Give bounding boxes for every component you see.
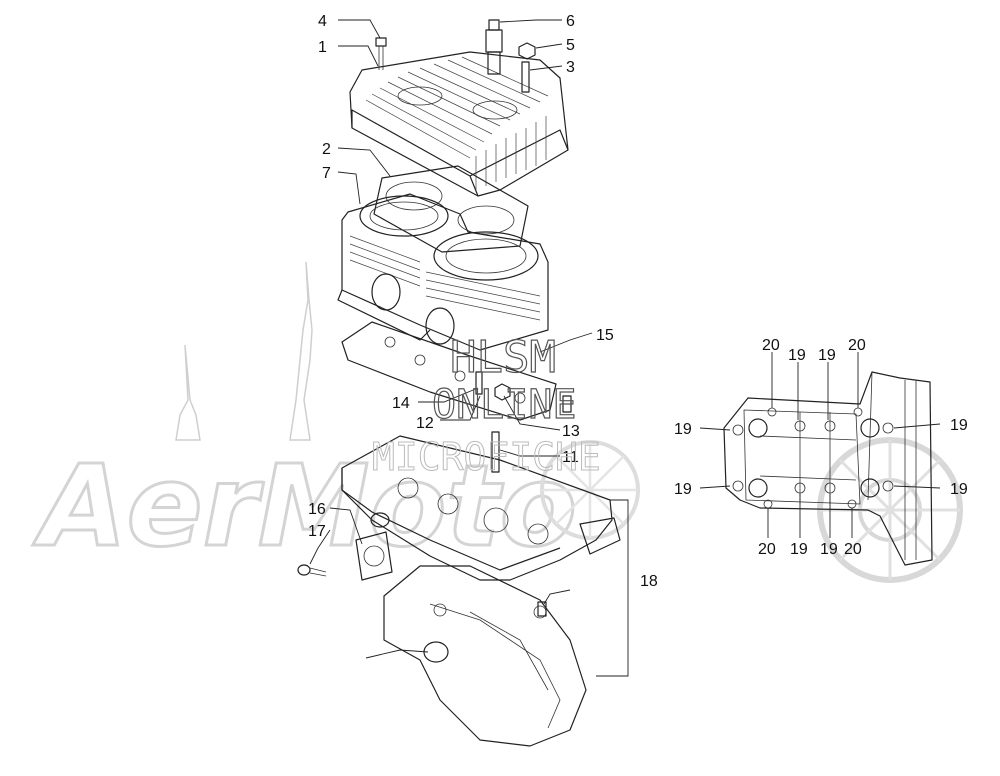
stud-3 bbox=[521, 61, 530, 93]
nut-11 bbox=[494, 383, 511, 401]
leader-lines bbox=[309, 19, 593, 659]
callout-19-top-1: 19 bbox=[788, 347, 806, 364]
cylinder-block bbox=[337, 193, 549, 351]
callout-12: 14 bbox=[392, 395, 410, 412]
watermark-line-hlsm: HLSM bbox=[450, 332, 556, 383]
callout-5: 5 bbox=[566, 37, 575, 54]
callout-19-right-1: 19 bbox=[950, 417, 968, 434]
callout-15: 17 bbox=[308, 523, 326, 540]
callout-19-left-1: 19 bbox=[674, 421, 692, 438]
callout-19-left-2: 19 bbox=[674, 481, 692, 498]
cylinder-head bbox=[349, 51, 569, 197]
head-fins bbox=[365, 56, 549, 190]
callout-20-top-right: 20 bbox=[848, 337, 866, 354]
detail-crankcase bbox=[723, 371, 933, 566]
base-gasket bbox=[341, 321, 557, 421]
callouts-detail: 20 19 19 20 19 19 19 19 20 19 19 20 bbox=[674, 337, 968, 558]
bracket-16 bbox=[596, 499, 629, 677]
bolt-4 bbox=[375, 37, 387, 70]
callout-14: 16 bbox=[308, 501, 326, 518]
nut-5 bbox=[518, 42, 536, 60]
crankcase-lower bbox=[383, 565, 587, 747]
bolt-15 bbox=[297, 564, 327, 577]
callout-19-bottom-1: 19 bbox=[790, 541, 808, 558]
callout-10: 12 bbox=[416, 415, 434, 432]
callout-11: 13 bbox=[562, 423, 580, 440]
callout-20-bottom-left: 20 bbox=[758, 541, 776, 558]
dowel-18 bbox=[537, 601, 547, 617]
callout-6: 6 bbox=[566, 13, 575, 30]
stud-10 bbox=[475, 371, 483, 395]
watermark-line-online: ONLINE bbox=[432, 382, 577, 428]
callout-19-right-2: 19 bbox=[950, 481, 968, 498]
head-gasket bbox=[373, 165, 529, 253]
callout-20-top-left: 20 bbox=[762, 337, 780, 354]
callout-19-bottom-2: 19 bbox=[820, 541, 838, 558]
callout-9: 11 bbox=[562, 449, 579, 466]
intake-gasket-14 bbox=[355, 531, 393, 581]
callout-19-top-2: 19 bbox=[818, 347, 836, 364]
watermark-wheel-small bbox=[540, 440, 640, 540]
callout-2: 2 bbox=[322, 141, 331, 158]
spark-plug-6 bbox=[485, 19, 503, 75]
watermark-brand: AerMoto bbox=[32, 442, 577, 572]
plug-8 bbox=[562, 395, 572, 413]
callouts-main: 4 1 6 5 3 2 7 15 14 12 13 11 16 17 18 bbox=[308, 13, 658, 590]
callout-4: 4 bbox=[318, 13, 327, 30]
detail-leader-lines bbox=[699, 352, 941, 538]
callout-13: 15 bbox=[596, 327, 614, 344]
watermark-spire bbox=[175, 261, 313, 441]
callout-7: 7 bbox=[322, 165, 331, 182]
stud-9 bbox=[491, 431, 500, 473]
crankcase-upper bbox=[341, 435, 621, 581]
watermark-line-microfiche: MICROFICHE bbox=[372, 435, 601, 479]
callout-16: 18 bbox=[640, 573, 658, 590]
callout-20-bottom-right: 20 bbox=[844, 541, 862, 558]
callout-1: 1 bbox=[318, 39, 327, 56]
callout-3: 3 bbox=[566, 59, 575, 76]
